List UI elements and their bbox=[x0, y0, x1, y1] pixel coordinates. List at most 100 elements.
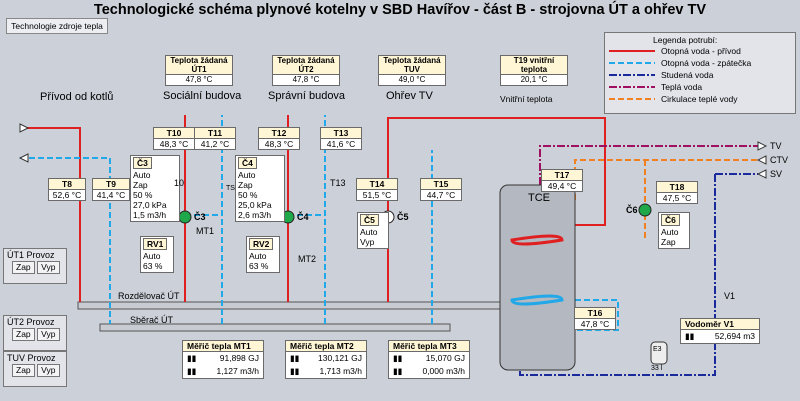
expansion-vessel-label: E3 bbox=[653, 346, 662, 353]
sensor-value: 47,5 °C bbox=[657, 192, 697, 203]
setpoint-label: T19 vnitřní bbox=[513, 56, 555, 65]
sensor-name: T9 bbox=[106, 179, 116, 189]
pump-c5-label: Č5 bbox=[397, 212, 409, 222]
setpoint-label: Teplota žádaná bbox=[170, 56, 228, 65]
legend-label: Otopná voda - přívod bbox=[661, 46, 741, 56]
sensor-value: 48,3 °C bbox=[154, 138, 194, 149]
valve-name: RV2 bbox=[249, 238, 274, 250]
pump-name: Č6 bbox=[661, 214, 680, 226]
sensor-name: T11 bbox=[207, 128, 223, 138]
social-building-label: Sociální budova bbox=[163, 90, 242, 102]
legend-label: Otopná voda - zpátečka bbox=[661, 58, 752, 68]
ut1-off-button[interactable]: Vyp bbox=[37, 261, 60, 274]
ut1-on-button[interactable]: Zap bbox=[12, 261, 35, 274]
pump-c3-symbol bbox=[178, 210, 192, 224]
supply-label: Přívod od kotlů bbox=[40, 91, 114, 103]
admin-building-label: Správní budova bbox=[268, 90, 346, 102]
sensor-value: 48,3 °C bbox=[259, 138, 299, 149]
meter-title: Měřič tepla MT3 bbox=[389, 341, 469, 352]
page-title: Technologické schéma plynové kotelny v S… bbox=[93, 2, 707, 18]
valve-rv1-control[interactable]: RV1 Auto 63 % bbox=[140, 236, 174, 273]
meter-energy: 91,898 GJ bbox=[219, 353, 259, 363]
water-meter-v1[interactable]: Vodoměr V1 ▮▮ 52,694 m3 bbox=[680, 318, 760, 344]
pump-c6-control[interactable]: Č6 Auto Zap bbox=[658, 212, 690, 249]
meter-title: Vodoměr V1 bbox=[681, 319, 759, 330]
sensor-value: 41,6 °C bbox=[321, 138, 361, 149]
sensor-name: T17 bbox=[554, 170, 570, 180]
heat-meter-mt2-label: MT2 bbox=[298, 254, 316, 264]
pump-flow: 2,6 m3/h bbox=[238, 210, 272, 220]
pump-mode: Auto bbox=[360, 227, 378, 237]
tuv-on-button[interactable]: Zap bbox=[12, 364, 35, 377]
pump-c3-label: Č3 bbox=[194, 212, 206, 222]
legend-item: Otopná voda - přívod bbox=[605, 45, 795, 57]
t13-label: T13 bbox=[330, 178, 346, 188]
pump-state: Zap bbox=[133, 180, 148, 190]
heat-meter-mt3[interactable]: Měřič tepla MT3 ▮▮15,070 GJ ▮▮0,000 m3/h bbox=[388, 340, 470, 379]
pump-c6-symbol bbox=[638, 203, 652, 217]
sensor-value: 47,8 °C bbox=[575, 318, 615, 329]
pump-c5-control[interactable]: Č5 Auto Vyp bbox=[357, 212, 389, 249]
pump-name: Č4 bbox=[238, 157, 257, 169]
pump-name: Č3 bbox=[133, 157, 152, 169]
sensor-value: 51,5 °C bbox=[357, 189, 397, 200]
valve-mode: Auto bbox=[143, 251, 161, 261]
legend-swatch bbox=[609, 50, 655, 52]
ut2-on-button[interactable]: Zap bbox=[12, 328, 35, 341]
pump-c3-control[interactable]: Č3 Auto Zap 50 % 27,0 kPa 1,5 m3/h bbox=[130, 155, 180, 222]
ut2-off-button[interactable]: Vyp bbox=[37, 328, 60, 341]
sensor-value: 44,7 °C bbox=[421, 189, 461, 200]
mode-panel-ut2: ÚT2 Provoz Zap Vyp bbox=[3, 315, 67, 351]
chart-icon: ▮▮ bbox=[685, 331, 695, 341]
tuv-off-button[interactable]: Vyp bbox=[37, 364, 60, 377]
supply-pipe bbox=[20, 127, 81, 302]
mode-label: ÚT1 Provoz bbox=[7, 250, 55, 260]
meter-value: 52,694 m3 bbox=[714, 331, 755, 341]
setpoint-value: 20,1 °C bbox=[501, 74, 567, 85]
valve-mode: Auto bbox=[249, 251, 267, 261]
pump-speed: 50 % bbox=[238, 190, 258, 200]
valve-position: 63 % bbox=[249, 261, 269, 271]
tank-body bbox=[499, 184, 576, 371]
pump-state: Zap bbox=[661, 237, 676, 247]
ts-label: TS bbox=[226, 185, 235, 192]
legend-swatch bbox=[609, 74, 655, 76]
setpoint-tuv[interactable]: Teplota žádaná TUV 49,0 °C bbox=[378, 55, 446, 86]
cold-water-pipe bbox=[519, 174, 716, 376]
pump-c4-control[interactable]: Č4 Auto Zap 50 % 25,0 kPa 2,6 m3/h bbox=[235, 155, 285, 222]
legend-swatch bbox=[609, 98, 655, 100]
setpoint-t19: T19 vnitřní teplota 20,1 °C bbox=[500, 55, 568, 86]
chart-icon: ▮▮ bbox=[290, 366, 300, 376]
heat-meter-mt2[interactable]: Měřič tepla MT2 ▮▮130,121 GJ ▮▮1,713 m3/… bbox=[285, 340, 367, 379]
sensor-value: 52,6 °C bbox=[49, 189, 85, 200]
ctv-label: CTV bbox=[770, 155, 788, 165]
expansion-vessel-volume: 33 l bbox=[651, 365, 663, 372]
sensor-name: T10 bbox=[166, 128, 182, 138]
valve-name: RV1 bbox=[143, 238, 168, 250]
valve-rv2-control[interactable]: RV2 Auto 63 % bbox=[246, 236, 280, 273]
pump-state: Vyp bbox=[360, 237, 375, 247]
legend-item: Cirkulace teplé vody bbox=[605, 93, 795, 105]
setpoint-label: TUV bbox=[404, 65, 420, 74]
setpoint-label: Teplota žádaná bbox=[277, 56, 335, 65]
legend-item: Teplá voda bbox=[605, 81, 795, 93]
heat-meter-mt1-label: MT1 bbox=[196, 226, 214, 236]
technology-source-button[interactable]: Technologie zdroje tepla bbox=[6, 18, 108, 34]
setpoint-ut2[interactable]: Teplota žádaná ÚT2 47,8 °C bbox=[272, 55, 340, 86]
mode-panel-tuv: TUV Provoz Zap Vyp bbox=[3, 351, 67, 387]
meter-flow: 1,713 m3/h bbox=[319, 366, 362, 376]
sensor-value: 41,2 °C bbox=[195, 138, 235, 149]
sensor-name: T14 bbox=[369, 179, 385, 189]
sensor-name: T15 bbox=[433, 179, 449, 189]
legend-item: Otopná voda - zpátečka bbox=[605, 57, 795, 69]
sensor-name: T12 bbox=[271, 128, 287, 138]
setpoint-ut1[interactable]: Teplota žádaná ÚT1 47,8 °C bbox=[165, 55, 233, 86]
chart-icon: ▮▮ bbox=[187, 366, 197, 376]
heat-meter-mt1[interactable]: Měřič tepla MT1 ▮▮91,898 GJ ▮▮1,127 m3/h bbox=[182, 340, 264, 379]
pump-flow: 1,5 m3/h bbox=[133, 210, 167, 220]
mode-label: TUV Provoz bbox=[7, 353, 56, 363]
